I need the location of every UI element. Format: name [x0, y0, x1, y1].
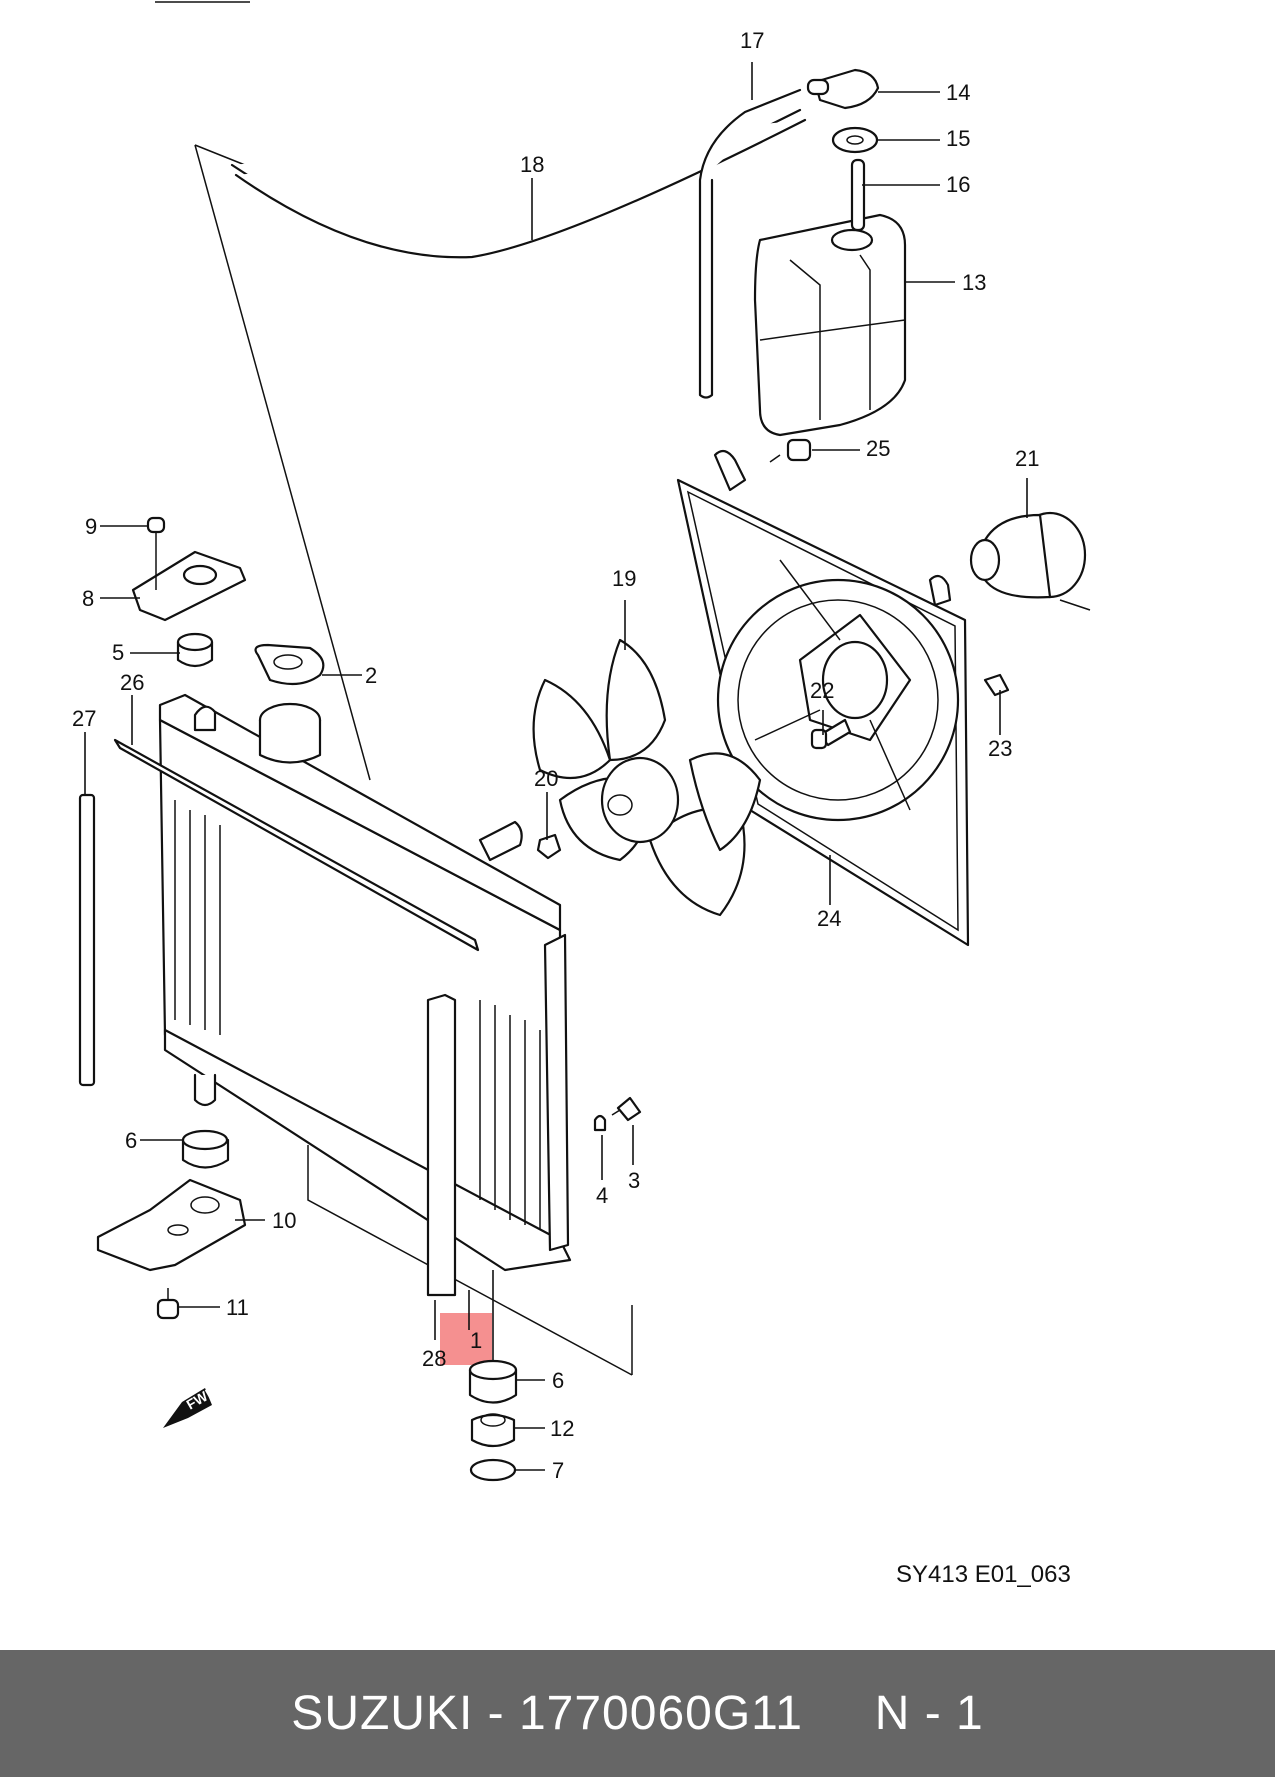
lower-bracket-bolt [156, 1288, 180, 1320]
lower-cushion-left [181, 1129, 230, 1169]
callout-8: 8 [82, 586, 94, 611]
callout-24: 24 [817, 906, 841, 931]
shroud-clip [983, 673, 1010, 697]
reservoir-tank [753, 158, 907, 437]
part-suffix: N - 1 [874, 1687, 984, 1740]
callout-2: 2 [365, 663, 377, 688]
callout-9: 9 [85, 514, 97, 539]
drain-plug [611, 1096, 642, 1122]
upper-seal [113, 738, 480, 952]
callout-1: 1 [470, 1328, 482, 1353]
callout-labels: 1 2 3 4 5 6 6 7 8 9 10 11 12 13 14 15 16… [72, 28, 1039, 1483]
radiator [158, 693, 572, 1272]
lower-seal [426, 993, 457, 1297]
leader-lines [84, 62, 1028, 1471]
callout-27: 27 [72, 706, 96, 731]
footer-gap [803, 1686, 875, 1741]
callout-23: 23 [988, 736, 1012, 761]
drain-plug-seal [593, 1114, 607, 1132]
fan-motor [969, 511, 1091, 611]
brand-name: SUZUKI [291, 1687, 474, 1740]
callout-14: 14 [946, 80, 970, 105]
upper-bracket [131, 516, 247, 622]
callout-17: 17 [740, 28, 764, 53]
fan-nut [536, 833, 562, 860]
callout-19: 19 [612, 566, 636, 591]
part-number: 1770060G11 [518, 1687, 803, 1740]
callout-12: 12 [550, 1416, 574, 1441]
cooling-fan [532, 638, 762, 917]
lower-cushion-right [468, 1359, 518, 1404]
side-seal [78, 793, 96, 1087]
parts-diagram: FWD [72, 1, 1091, 1588]
callout-10: 10 [272, 1208, 296, 1233]
callout-11: 11 [226, 1295, 249, 1320]
reservoir-cap [806, 68, 880, 110]
radiator-cap [254, 643, 325, 686]
callout-20: 20 [534, 766, 558, 791]
lower-bracket [96, 1178, 247, 1272]
callout-7: 7 [552, 1458, 564, 1483]
callout-28: 28 [422, 1346, 446, 1371]
footer-separator: - [473, 1687, 519, 1740]
callout-21: 21 [1015, 446, 1039, 471]
callout-3: 3 [628, 1168, 640, 1193]
callout-22: 22 [810, 678, 834, 703]
callout-16: 16 [946, 172, 970, 197]
callout-25: 25 [866, 436, 890, 461]
callout-6-right: 6 [552, 1368, 564, 1393]
callout-13: 13 [962, 270, 986, 295]
drawing-code: SY413 E01_063 [896, 1561, 1071, 1588]
callout-18: 18 [520, 152, 544, 177]
assembly-frame-lines [194, 144, 633, 1376]
reservoir-screw [769, 438, 812, 463]
part-info-footer: SUZUKI - 1770060G11 N - 1 [0, 1650, 1275, 1777]
upper-cushion [176, 632, 214, 668]
callout-4: 4 [596, 1183, 608, 1208]
lower-grommet [470, 1413, 516, 1448]
callout-26: 26 [120, 670, 144, 695]
callout-15: 15 [946, 126, 970, 151]
callout-6-left: 6 [125, 1128, 137, 1153]
highlight-part-1 [440, 1313, 492, 1365]
reservoir-hose [698, 88, 802, 399]
fwd-arrow-icon: FWD [163, 1383, 219, 1428]
callout-5: 5 [112, 640, 124, 665]
reservoir-seal [831, 126, 879, 154]
lower-washer [469, 1458, 517, 1482]
